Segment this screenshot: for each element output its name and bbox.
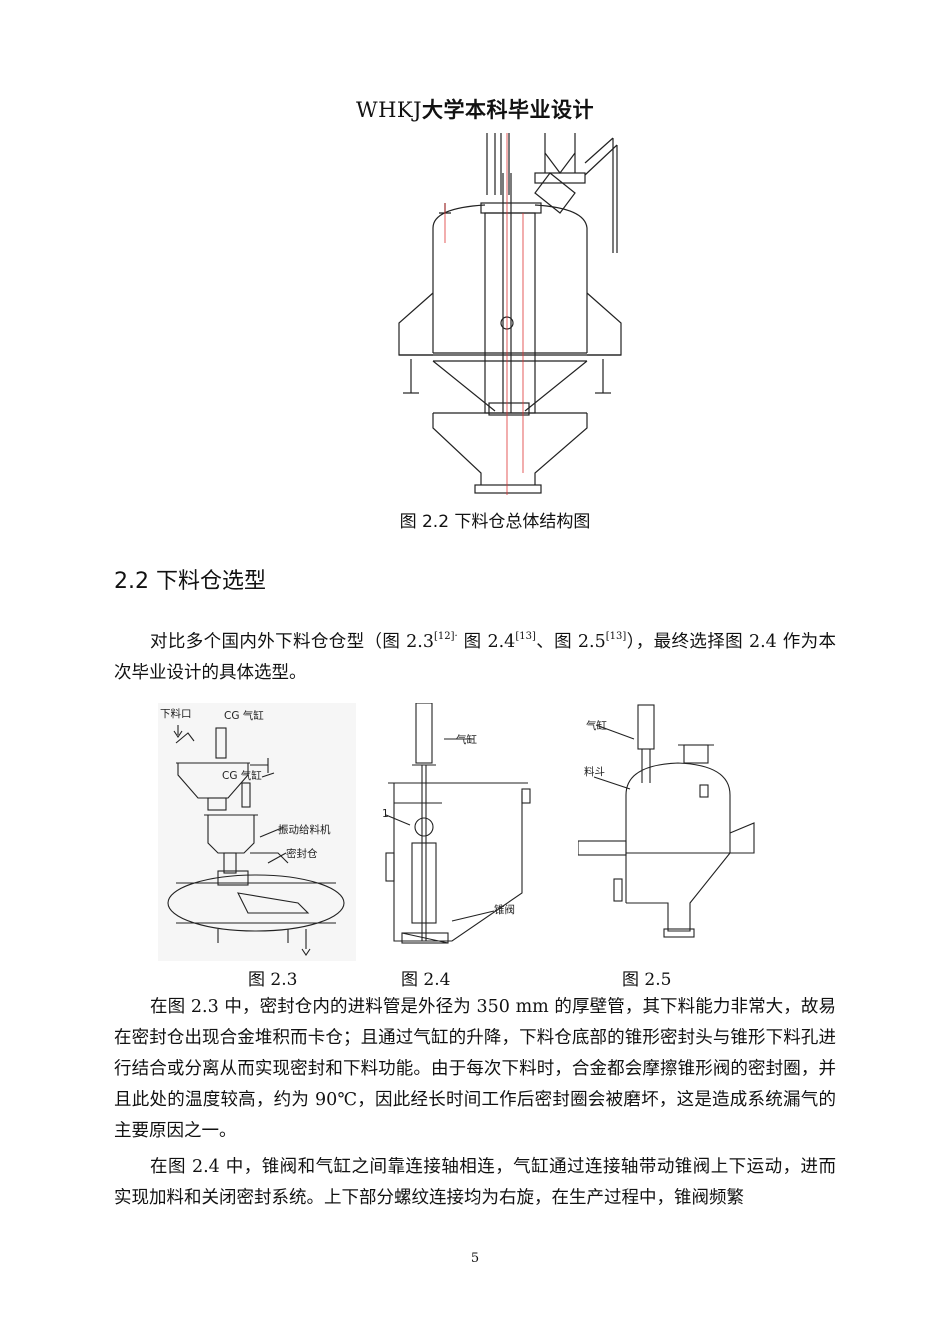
figure-2-5-caption: 图 2.5: [622, 970, 672, 990]
header-title: 大学本科毕业设计: [422, 98, 594, 122]
label-cg-cylinder-2: CG 气缸: [222, 769, 262, 782]
figure-2-3-drawing: 下料口 CG 气缸 CG 气缸 振动给料机 密封仓: [158, 703, 356, 961]
page-number: 5: [470, 1251, 480, 1266]
page-header: WHKJ大学本科毕业设计: [0, 94, 950, 124]
paragraph-1-part-1: 对比多个国内外下料仓仓型（图 2.3: [150, 632, 435, 652]
label-cone-valve: 锥阀: [494, 903, 515, 916]
paragraph-3: 在图 2.4 中，锥阀和气缸之间靠连接轴相连，气缸通过连接轴带动锥阀上下运动，进…: [114, 1157, 836, 1208]
paragraph-2: 在图 2.3 中，密封仓内的进料管是外径为 350 mm 的厚壁管，其下料能力非…: [114, 997, 836, 1141]
header-school-code: WHKJ: [355, 98, 422, 122]
label-seal-chamber: 密封仓: [286, 847, 318, 860]
paragraph-1-part-4: ），最终选择图 2.4 作为本次毕业设计的具体选型。: [114, 632, 836, 683]
label-cg-cylinder-1: CG 气缸: [224, 709, 264, 722]
reference-12: [12]·: [434, 631, 458, 642]
paragraph-1: 对比多个国内外下料仓仓型（图 2.3[12]· 图 2.4[13]、图 2.5[…: [114, 627, 836, 689]
paragraph-1-part-2: 图 2.4: [457, 632, 516, 652]
label-cylinder: 气缸: [456, 733, 477, 746]
figure-2-2-drawing: [398, 133, 622, 495]
reference-13-a: [13]: [515, 631, 536, 642]
figure-2-3-caption: 图 2.3: [248, 970, 298, 990]
label-vibrating-feeder: 振动给料机: [278, 823, 331, 836]
figure-2-4-caption: 图 2.4: [401, 970, 451, 990]
section-heading: 2.2 下料仓选型: [114, 569, 266, 594]
label-inlet: 下料口: [160, 707, 192, 720]
label-hopper: 料斗: [584, 765, 605, 778]
label-cylinder: 气缸: [586, 719, 607, 732]
figure-2-2-caption: 图 2.2 下料仓总体结构图: [399, 512, 591, 532]
paragraph-1-part-3: 、图 2.5: [535, 632, 606, 652]
figure-2-4-drawing: 气缸 1 锥阀: [382, 703, 531, 944]
label-index-1: 1: [382, 808, 389, 820]
reference-13-b: [13]: [605, 631, 627, 642]
figure-2-5-drawing: 气缸 料斗: [578, 704, 755, 938]
